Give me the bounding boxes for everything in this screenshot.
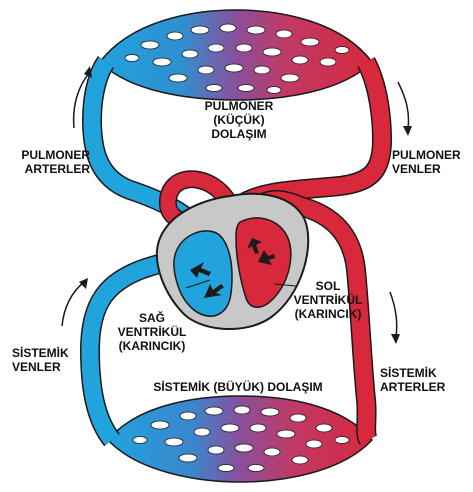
- curved-arrow-icon: [72, 71, 91, 129]
- curved-arrow-icon: [79, 278, 88, 289]
- systemic-capillary-bed: [106, 395, 374, 483]
- pulmonary-veins-line1: PULMONER: [392, 148, 461, 162]
- systemic-veins-line2: VENLER: [12, 360, 61, 374]
- curved-arrow-icon: [403, 126, 412, 136]
- curved-arrow-icon: [391, 334, 400, 344]
- curved-arrow-icon: [397, 81, 410, 129]
- pulmonary-circulation-label: PULMONER (KÜÇÜK) DOLAŞIM: [196, 99, 282, 141]
- systemic-arteries-line1: SİSTEMİK: [380, 366, 437, 380]
- systemic-arteries-label: SİSTEMİK ARTERLER: [380, 366, 445, 394]
- systemic-veins-label: SİSTEMİK VENLER: [12, 346, 69, 374]
- left-ventricle-label: SOL VENTRİKÜL (KARINCIK): [290, 279, 366, 321]
- right-ventricle-leader-line: [185, 279, 211, 289]
- pulmonary-circulation-line1: PULMONER: [204, 99, 274, 113]
- pulmonary-circulation-line2: (KÜÇÜK): [213, 113, 265, 127]
- pulmonary-veins-label: PULMONER VENLER: [392, 148, 461, 176]
- left-ventricle-leader-line: [273, 283, 297, 287]
- pulmonary-arteries-line2: ARTERLER: [24, 162, 90, 176]
- left-ventricle-line3: (KARINCIK): [294, 307, 362, 321]
- right-ventricle-label: SAĞ VENTRİKÜL (KARINCIK): [112, 311, 192, 353]
- curved-arrow-icon: [389, 291, 398, 337]
- pulmonary-capillary-bed: [99, 9, 373, 101]
- heart: [155, 192, 310, 330]
- curved-arrow-icon: [84, 66, 92, 78]
- systemic-circulation-label: SİSTEMİK (BÜYÜK) DOLAŞIM: [153, 380, 323, 394]
- right-ventricle-line3: (KARINCIK): [118, 339, 186, 353]
- right-ventricle-line2: VENTRİKÜL: [117, 325, 187, 339]
- pulmonary-arteries-line1: PULMONER: [21, 148, 90, 162]
- pulmonary-veins-line2: VENLER: [392, 162, 441, 176]
- curved-arrow-icon: [61, 281, 85, 327]
- systemic-arteries-line2: ARTERLER: [380, 380, 446, 394]
- left-ventricle-line2: VENTRİKÜL: [293, 293, 363, 307]
- pulmonary-circulation-line3: DOLAŞIM: [211, 127, 267, 141]
- systemic-veins-line1: SİSTEMİK: [12, 346, 69, 360]
- left-ventricle-line1: SOL: [315, 279, 341, 293]
- pulmonary-arteries-label: PULMONER ARTERLER: [14, 148, 90, 176]
- right-ventricle-line1: SAĞ: [138, 311, 165, 325]
